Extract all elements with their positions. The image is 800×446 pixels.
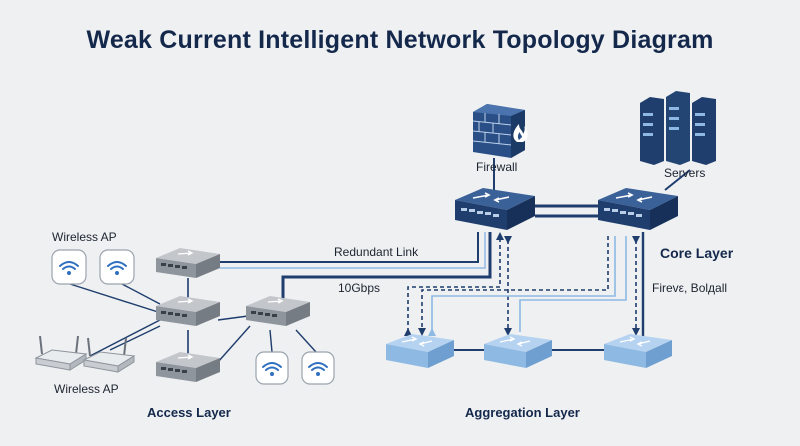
page-title: Weak Current Intelligent Network Topolog… xyxy=(86,26,714,54)
core-switch-right xyxy=(598,188,678,230)
agg1-core-dashed xyxy=(404,232,504,336)
ap4-access xyxy=(295,329,317,353)
redundant-link-label: Redundant Link xyxy=(334,245,419,259)
wireless-router-icon xyxy=(34,335,88,371)
speed-label: 10Gbps xyxy=(338,281,381,295)
wireless-router-icon xyxy=(82,337,136,373)
ap2-access xyxy=(121,283,161,305)
access-switch-middle xyxy=(156,296,220,326)
core-layer-label: Core Layer xyxy=(660,245,734,261)
agg1-core-light xyxy=(428,236,616,336)
server-rack-icon xyxy=(640,91,716,165)
aggregation-layer-label: Aggregation Layer xyxy=(465,405,580,420)
wifi-icon xyxy=(99,249,135,285)
server-unit xyxy=(640,97,664,165)
aggregation-switch-1 xyxy=(386,334,454,368)
wifi-icon xyxy=(255,351,289,385)
wifi-icon xyxy=(51,249,87,285)
wireless-ap-label-top: Wireless AP xyxy=(52,230,117,244)
access-switch-right xyxy=(246,296,310,326)
server-unit xyxy=(692,97,716,165)
wireless-ap-label-bottom: Wireless AP xyxy=(54,382,119,396)
aggregation-switch-3 xyxy=(604,334,672,368)
servers-label: Servers xyxy=(664,166,706,180)
access-mid-right xyxy=(217,315,249,321)
servers-core-link xyxy=(664,169,691,191)
aggregation-switch-2 xyxy=(484,334,552,368)
ap1-access xyxy=(69,283,159,313)
links xyxy=(69,158,691,363)
wifi-icon xyxy=(301,351,335,385)
server-unit xyxy=(666,91,690,165)
access-bot-right xyxy=(217,325,251,363)
core-agg1-dashed xyxy=(418,236,609,336)
firewall-label: Firewall xyxy=(476,160,518,174)
side-note-label: Firevε, Bolдall xyxy=(652,281,728,295)
access-layer-label: Access Layer xyxy=(147,405,231,420)
agg2-core-light xyxy=(519,236,627,332)
router2-access xyxy=(109,325,161,351)
access-switch-top xyxy=(156,248,220,278)
ap3-access xyxy=(269,329,273,353)
firewall-icon xyxy=(472,104,528,158)
access-switch-bottom xyxy=(156,352,220,382)
core-switch-left xyxy=(455,188,535,230)
